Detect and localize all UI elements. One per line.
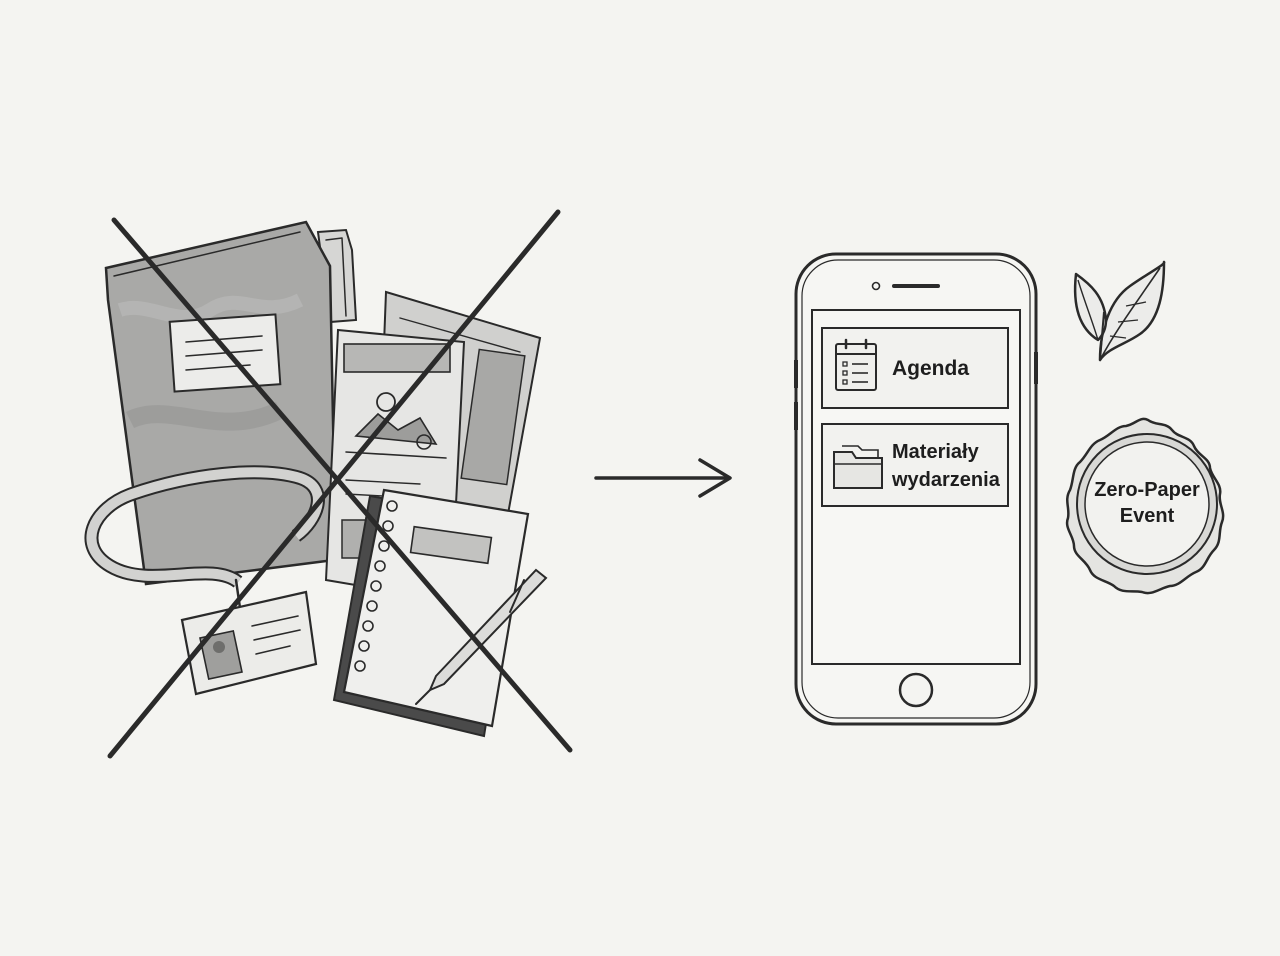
menu-item-agenda-label: Agenda bbox=[892, 357, 969, 380]
zero-paper-badge: Zero-Paper Event bbox=[1065, 417, 1225, 595]
menu-item-materials-label-line1: Materiały bbox=[892, 441, 980, 463]
folder-shape bbox=[104, 220, 336, 586]
lanyard-badge-shape bbox=[84, 465, 325, 696]
menu-item-event-materials[interactable]: Materiały wydarzenia bbox=[821, 423, 1009, 507]
pen-icon bbox=[415, 568, 548, 705]
menu-item-agenda[interactable]: Agenda bbox=[821, 327, 1009, 409]
badge-text-line1: Zero-Paper bbox=[1094, 479, 1200, 501]
leaf-icon bbox=[1073, 260, 1166, 362]
calendar-icon bbox=[835, 338, 877, 391]
menu-item-materials-label-line2: wydarzenia bbox=[891, 469, 1001, 491]
folder-icon bbox=[833, 445, 883, 489]
paper-materials-group bbox=[84, 209, 573, 759]
arrow-right-icon bbox=[594, 458, 732, 498]
phone-camera bbox=[871, 281, 881, 291]
badge-text-line2: Event bbox=[1120, 505, 1175, 527]
smartphone: Agenda Materiały wydarzenia bbox=[794, 252, 1038, 726]
notebook-spiral bbox=[354, 500, 398, 672]
cross-out-mark bbox=[107, 209, 573, 759]
notebook-shape bbox=[332, 488, 530, 738]
phone-home-button[interactable] bbox=[898, 672, 934, 708]
